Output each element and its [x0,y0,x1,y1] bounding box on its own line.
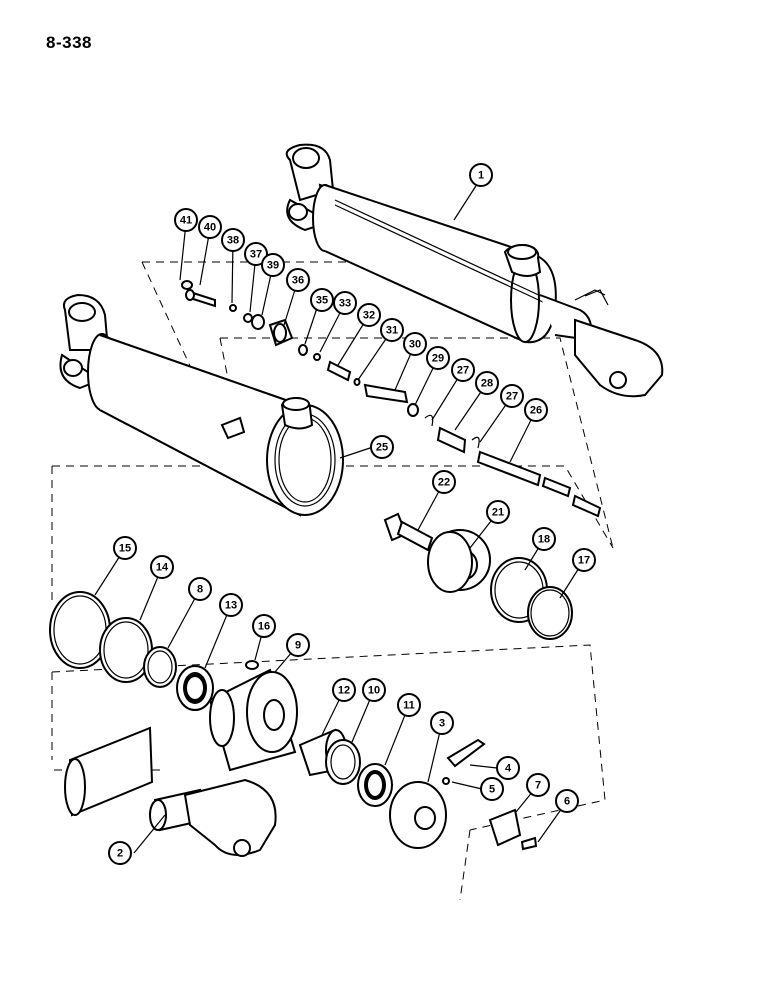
callout-label: 27 [457,365,469,377]
callout-4: 4 [496,756,520,780]
callout-8: 8 [188,577,212,601]
callout-17: 17 [572,548,596,572]
callout-label: 29 [432,353,444,365]
callout-12: 12 [332,678,356,702]
callout-label: 32 [363,310,375,322]
callout-38: 38 [221,228,245,252]
callout-15: 15 [113,536,137,560]
callout-label: 9 [295,640,301,652]
callout-9: 9 [286,633,310,657]
callout-label: 26 [530,405,542,417]
callout-3: 3 [430,711,454,735]
callout-2: 2 [108,841,132,865]
callout-label: 22 [438,477,450,489]
piston-rod-clevis [64,726,277,857]
callout-label: 40 [204,222,216,234]
callout-label: 21 [492,507,504,519]
callout-1: 1 [469,163,493,187]
callout-label: 3 [439,718,445,730]
callout-13: 13 [219,593,243,617]
callout-label: 41 [180,215,192,227]
small-parts-row [181,280,602,518]
callout-label: 30 [409,339,421,351]
callout-32: 32 [357,303,381,327]
callout-11: 11 [397,693,421,717]
callout-label: 17 [578,555,590,567]
callout-label: 12 [338,685,350,697]
callout-18: 18 [532,527,556,551]
callout-label: 4 [505,763,512,775]
callout-label: 1 [478,170,484,182]
rod-end-parts [298,728,538,851]
callout-35: 35 [310,288,334,312]
callout-label: 2 [117,848,123,860]
callout-label: 28 [481,378,493,390]
assembled-cylinder [285,143,664,398]
callout-10: 10 [362,678,386,702]
callout-30: 30 [403,332,427,356]
callout-26: 26 [524,398,548,422]
callout-29: 29 [426,346,450,370]
callout-16: 16 [252,614,276,638]
page-number: 8-338 [46,33,92,52]
callout-label: 8 [197,584,203,596]
callout-label: 38 [227,235,239,247]
callout-21: 21 [486,500,510,524]
callout-label: 5 [489,784,495,796]
callout-label: 13 [225,600,237,612]
callout-36: 36 [286,268,310,292]
callout-7: 7 [526,773,550,797]
callout-25: 25 [370,435,394,459]
callout-label: 37 [250,249,262,261]
callout-label: 33 [339,298,351,310]
callout-label: 31 [386,325,398,337]
callout-label: 10 [368,685,380,697]
cylinder-barrel [59,293,344,517]
callout-27: 27 [451,358,475,382]
callout-6: 6 [555,789,579,813]
callout-22: 22 [432,470,456,494]
callout-5: 5 [480,777,504,801]
callout-28: 28 [475,371,499,395]
callout-33: 33 [333,291,357,315]
callout-27: 27 [500,384,524,408]
callout-label: 15 [119,543,131,555]
callout-14: 14 [150,555,174,579]
callout-label: 18 [538,534,550,546]
callout-label: 25 [376,442,388,454]
callout-37: 37 [244,242,268,266]
callout-label: 11 [403,700,415,712]
callout-label: 27 [506,391,518,403]
callout-label: 14 [156,562,169,574]
callout-40: 40 [198,215,222,239]
callout-31: 31 [380,318,404,342]
callout-label: 35 [316,295,328,307]
callout-39: 39 [261,253,285,277]
callout-41: 41 [174,208,198,232]
callout-label: 6 [564,796,570,808]
callout-label: 7 [535,780,541,792]
seals-and-gland [49,591,298,772]
callout-label: 16 [258,621,270,633]
piston-parts [383,512,573,640]
callout-label: 36 [292,275,304,287]
callout-label: 39 [267,260,279,272]
